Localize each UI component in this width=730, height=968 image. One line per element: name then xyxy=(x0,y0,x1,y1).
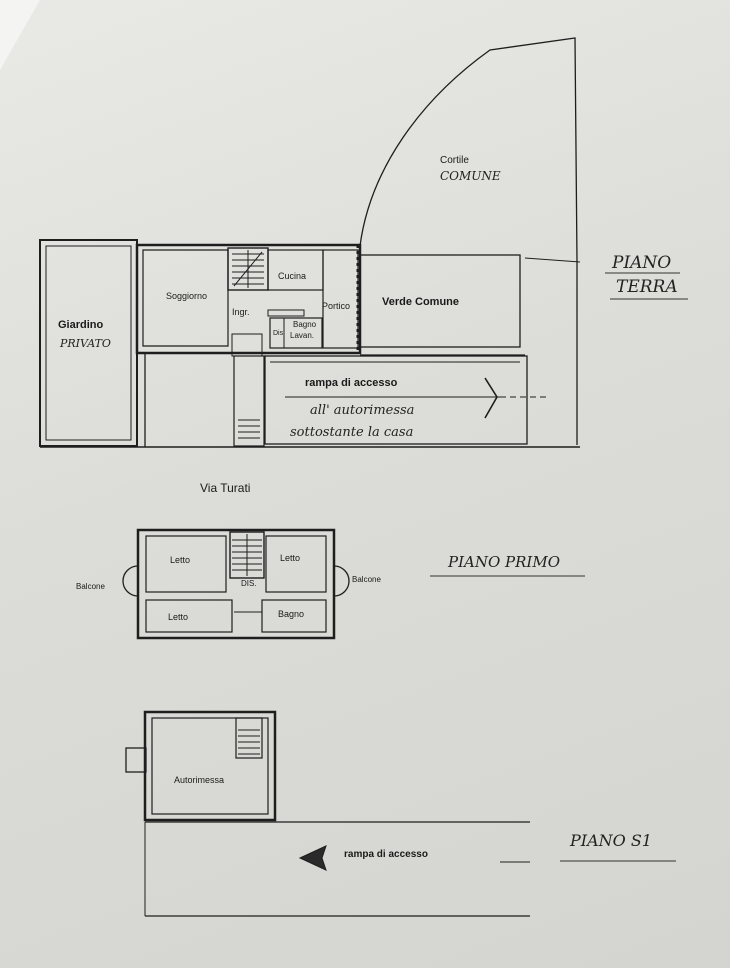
bedroom-top-left-label: Letto xyxy=(170,555,190,565)
bedroom-bottom-left-wall xyxy=(145,599,233,633)
courtyard-label-line2: COMUNE xyxy=(440,169,501,183)
stairs-first-treads xyxy=(232,534,262,576)
ramp-arrow-left-icon xyxy=(298,845,327,871)
garage-label: Autorimessa xyxy=(174,775,224,785)
private-garden-inner xyxy=(45,245,132,441)
entrance-label: Ingr. xyxy=(232,307,250,317)
portico-wall xyxy=(322,249,359,349)
bedroom-top-right-label: Letto xyxy=(280,553,300,563)
ramp-arrow-head xyxy=(484,377,498,419)
ground-hall-label: Dis xyxy=(273,330,284,337)
bedroom-top-right-wall xyxy=(265,535,327,593)
courtyard-cross-line xyxy=(524,257,581,263)
bathroom-label: Bagno xyxy=(293,320,317,329)
house-outer-wall xyxy=(135,243,362,355)
basement-ramp-label: rampa di accesso xyxy=(344,849,428,860)
bathroom-first-label: Bagno xyxy=(278,609,304,619)
laundry-label: Lavan. xyxy=(290,331,314,340)
ground-floor-title-line2: TERRA xyxy=(616,277,678,297)
bedroom-top-left-wall xyxy=(145,535,227,593)
street-label: Via Turati xyxy=(200,481,250,495)
ramp-note-line1: all' autorimessa xyxy=(310,403,414,418)
bedroom-bottom-left-label: Letto xyxy=(168,612,188,622)
paper-fold xyxy=(0,0,40,70)
private-garden-label-line1: Giardino xyxy=(58,319,104,331)
living-room-wall xyxy=(142,249,229,347)
garage-outer-wall xyxy=(143,710,277,822)
balcony-right-shape xyxy=(333,565,350,597)
bathroom-wall xyxy=(269,317,323,349)
basement-title: PIANO S1 xyxy=(569,831,652,850)
basement-side-block xyxy=(125,747,147,773)
ramp-outline xyxy=(264,355,528,445)
living-room-label: Soggiorno xyxy=(166,291,207,301)
ground-floor-plan: PIANO TERRA Cortile COMUNE Verde Comune … xyxy=(39,37,688,448)
courtyard-boundary xyxy=(359,37,578,263)
garage-inner-wall xyxy=(151,717,269,815)
ramp-note-line2: sottostante la casa xyxy=(290,425,413,440)
common-green-label: Verde Comune xyxy=(382,296,459,308)
common-green-outline xyxy=(359,254,521,348)
basement-plan: Autorimessa rampa di accesso PIANO S1 xyxy=(125,710,676,917)
portico-label: Portico xyxy=(322,301,350,311)
ramp-label: rampa di accesso xyxy=(305,377,398,389)
stairs-basement-treads xyxy=(238,729,260,755)
stairs-ground-treads xyxy=(232,250,264,288)
balcony-right-label: Balcone xyxy=(352,575,381,584)
balcony-left-label: Balcone xyxy=(76,582,105,591)
kitchen-wall xyxy=(267,249,324,291)
private-garden-label-line2: PRIVATO xyxy=(59,337,111,350)
stairs-to-basement xyxy=(233,355,265,447)
first-hall-label: DIS. xyxy=(241,579,257,588)
stairs-first xyxy=(229,531,265,579)
first-floor-title: PIANO PRIMO xyxy=(447,553,560,571)
courtyard-label-line1: Cortile xyxy=(440,155,469,166)
stairs-basement xyxy=(235,717,263,759)
kitchen-label: Cucina xyxy=(278,271,306,281)
bathroom-first-wall xyxy=(261,599,327,633)
stairs-to-basement-treads xyxy=(238,419,260,439)
balcony-left-shape xyxy=(122,565,139,597)
first-floor-outer-wall xyxy=(136,528,336,640)
ground-floor-title-line1: PIANO xyxy=(611,253,671,273)
hall-partition xyxy=(267,309,305,317)
first-floor-plan: Letto Letto Letto Bagno DIS. Balcone Bal… xyxy=(76,528,585,640)
